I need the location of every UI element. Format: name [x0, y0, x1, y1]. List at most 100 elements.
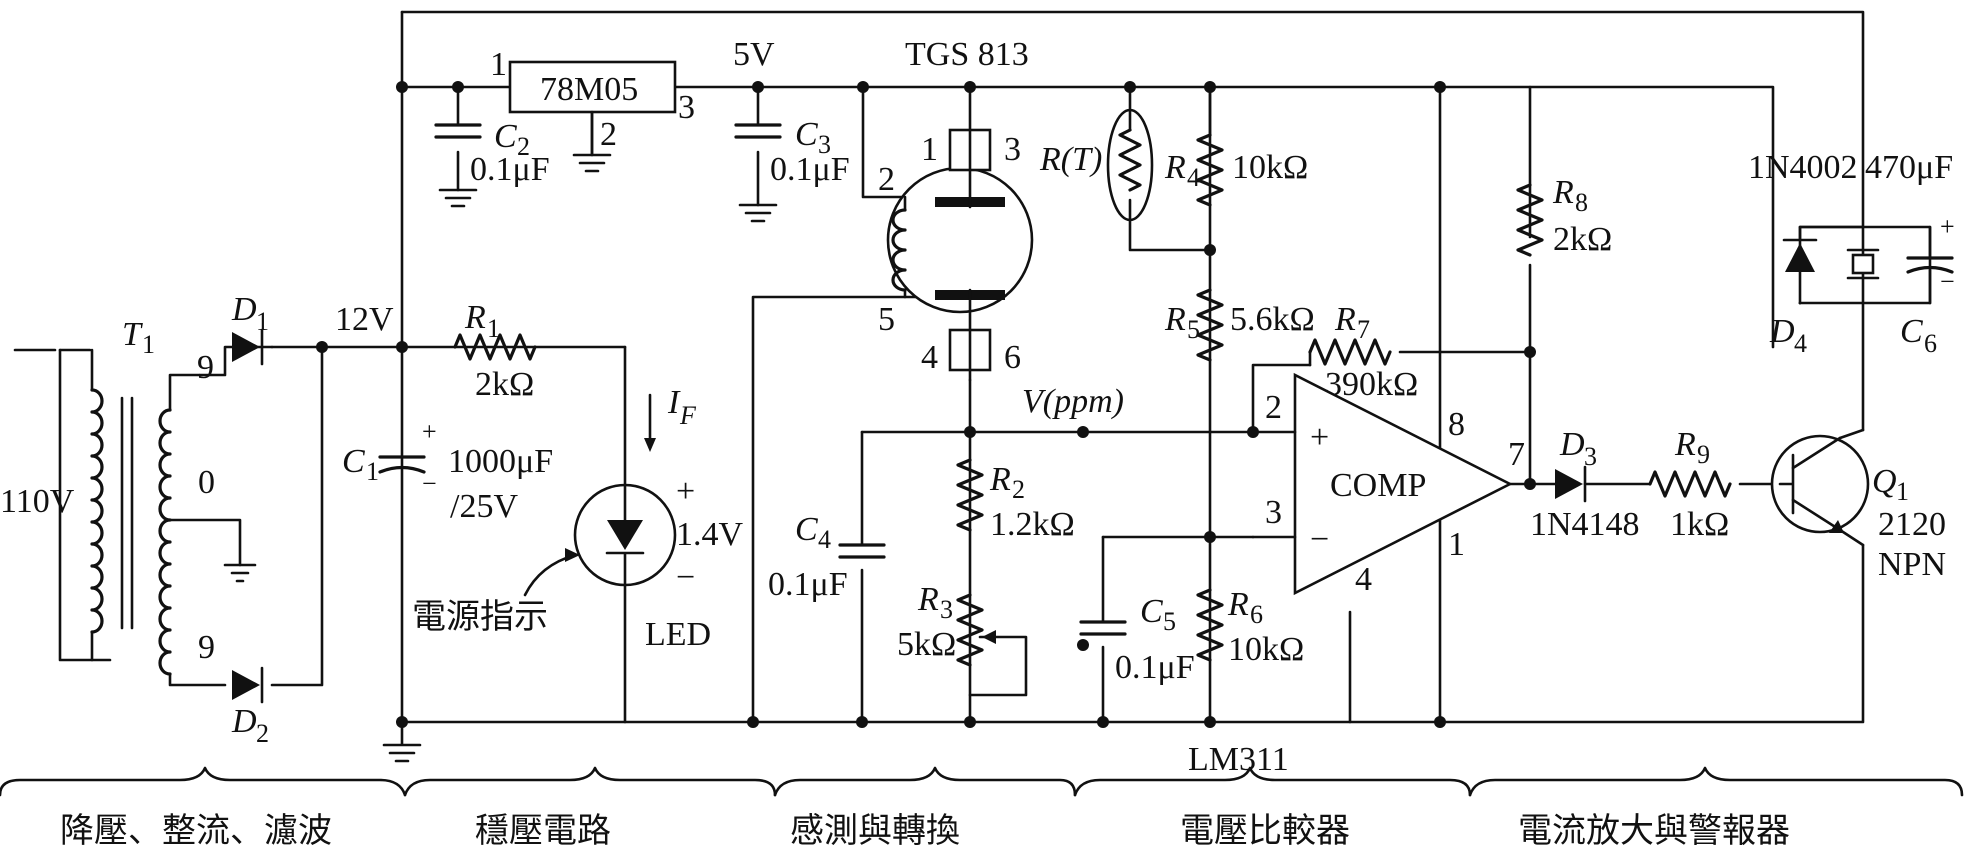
- transformer-subscript: 1: [142, 330, 155, 359]
- d2-name: D: [231, 703, 257, 740]
- ground-symbol: [382, 720, 422, 763]
- c6-name: C: [1900, 313, 1923, 350]
- c4-name: C: [795, 511, 818, 548]
- sensor-part: TGS 813: [905, 36, 1029, 73]
- diode-d1: D 1: [231, 291, 269, 366]
- rail-5v-label: 5V: [733, 36, 775, 73]
- sensor-pin2: 2: [878, 161, 895, 198]
- r2-sub: 2: [1012, 475, 1025, 504]
- section-braces: [0, 766, 1964, 797]
- r2-value: 1.2kΩ: [990, 506, 1075, 543]
- comp-pin1: 1: [1448, 526, 1465, 563]
- thermistor-label: R(T): [1039, 141, 1102, 178]
- c6-plus: +: [1940, 212, 1955, 241]
- tap-bot-label: 9: [198, 629, 215, 666]
- r7-sub: 7: [1357, 315, 1370, 344]
- capacitor-c1: C 1 + − 1000μF /25V: [342, 417, 553, 525]
- section-label: 感測與轉換: [790, 812, 960, 850]
- r1-value: 2kΩ: [475, 366, 534, 403]
- comp-pin4: 4: [1355, 561, 1372, 598]
- r1-sub: 1: [487, 314, 500, 343]
- sensor-pin1: 1: [921, 131, 938, 168]
- c6-sub: 6: [1924, 329, 1937, 358]
- r1-name: R: [464, 299, 486, 336]
- comp-pin2: 2: [1265, 389, 1282, 426]
- c2-sub: 2: [517, 132, 530, 161]
- regulator-pin3: 3: [678, 89, 695, 126]
- c4-sub: 4: [818, 525, 831, 554]
- wires: [270, 10, 1932, 724]
- transformer-t1: 110V T 1 9 0 9: [0, 316, 274, 687]
- comparator-lm311: + − COMP 2 3 4 8 1 7 LM311: [1188, 372, 1525, 778]
- led-name: LED: [645, 616, 711, 653]
- r7-name: R: [1334, 301, 1356, 338]
- c4-value: 0.1μF: [768, 566, 848, 603]
- c1-value: 1000μF: [448, 443, 553, 480]
- c2-value: 0.1μF: [470, 151, 550, 188]
- d4-sub: 4: [1794, 329, 1807, 358]
- resistor-r4: R 4 10kΩ: [1164, 85, 1308, 207]
- r5-value: 5.6kΩ: [1230, 301, 1315, 338]
- led-current-label: I: [667, 384, 681, 421]
- c2-name: C: [494, 118, 517, 155]
- section-label: 降壓、整流、濾波: [60, 812, 332, 850]
- r4-value: 10kΩ: [1232, 149, 1308, 186]
- capacitor-c6: 470μF + − C 6: [1865, 149, 1955, 358]
- sensor-pin5: 5: [878, 301, 895, 338]
- capacitor-c5: C 5 0.1μF: [1079, 593, 1195, 686]
- c1-plus: +: [422, 417, 437, 446]
- c6-value: 470μF: [1865, 149, 1953, 186]
- resistor-r9: R 9 1kΩ: [1648, 426, 1732, 543]
- tap-mid-label: 0: [198, 464, 215, 501]
- r3-value: 5kΩ: [897, 626, 956, 663]
- transformer-name: T: [122, 316, 143, 353]
- r8-value: 2kΩ: [1553, 221, 1612, 258]
- d2-sub: 2: [256, 719, 269, 748]
- d3-name: D: [1559, 426, 1585, 463]
- sensor-pin3: 3: [1004, 131, 1021, 168]
- resistor-r6: R 6 10kΩ: [1196, 586, 1304, 668]
- resistor-r2: R 2 1.2kΩ: [956, 458, 1075, 543]
- c3-value: 0.1μF: [770, 151, 850, 188]
- c5-sub: 5: [1163, 607, 1176, 636]
- regulator-pin1: 1: [490, 46, 507, 83]
- sensor-output-label: V(ppm): [1022, 383, 1124, 420]
- section-labels: 降壓、整流、濾波 穩壓電路 感測與轉換 電壓比較器 電流放大與警報器: [60, 812, 1790, 850]
- r8-name: R: [1552, 174, 1574, 211]
- r6-value: 10kΩ: [1228, 631, 1304, 668]
- r4-name: R: [1164, 149, 1186, 186]
- primary-voltage-label: 110V: [0, 483, 75, 520]
- r3-sub: 3: [940, 595, 953, 624]
- potentiometer-r3: R 3 5kΩ: [897, 581, 996, 667]
- r6-sub: 6: [1250, 600, 1263, 629]
- comp-minus: −: [1310, 521, 1329, 558]
- led-plus: +: [676, 473, 695, 510]
- r5-sub: 5: [1187, 315, 1200, 344]
- buzzer: [1846, 248, 1880, 280]
- capacitor-c2: C 2 0.1μF: [434, 118, 550, 208]
- regulator-pin2: 2: [600, 116, 617, 153]
- c3-sub: 3: [818, 130, 831, 159]
- regulator-78m05: 78M05 1 2 3: [490, 46, 695, 173]
- led-current-sub: F: [679, 401, 697, 430]
- c3-name: C: [795, 116, 818, 153]
- comp-label: COMP: [1330, 467, 1426, 504]
- r5-name: R: [1164, 301, 1186, 338]
- transistor-q1: Q 1 2120 NPN: [1770, 428, 1946, 583]
- resistor-r8: R 8 2kΩ: [1516, 174, 1612, 258]
- d1-sub: 1: [256, 307, 269, 336]
- led-indicator: I F + 1.4V − LED 電源指示: [412, 345, 744, 724]
- c5-name: C: [1140, 593, 1163, 630]
- d4-name: D: [1769, 313, 1795, 350]
- q1-sub: 1: [1896, 477, 1909, 506]
- r9-sub: 9: [1697, 440, 1710, 469]
- comp-pin7: 7: [1508, 436, 1525, 473]
- rail-12v-label: 12V: [335, 301, 394, 338]
- q1-type: NPN: [1878, 546, 1946, 583]
- d3-sub: 3: [1584, 442, 1597, 471]
- r9-value: 1kΩ: [1670, 506, 1729, 543]
- d1-name: D: [231, 291, 257, 328]
- resistor-r1: R 1 2kΩ: [453, 299, 537, 403]
- resistor-r5: R 5 5.6kΩ: [1164, 288, 1315, 362]
- r4-sub: 4: [1187, 163, 1200, 192]
